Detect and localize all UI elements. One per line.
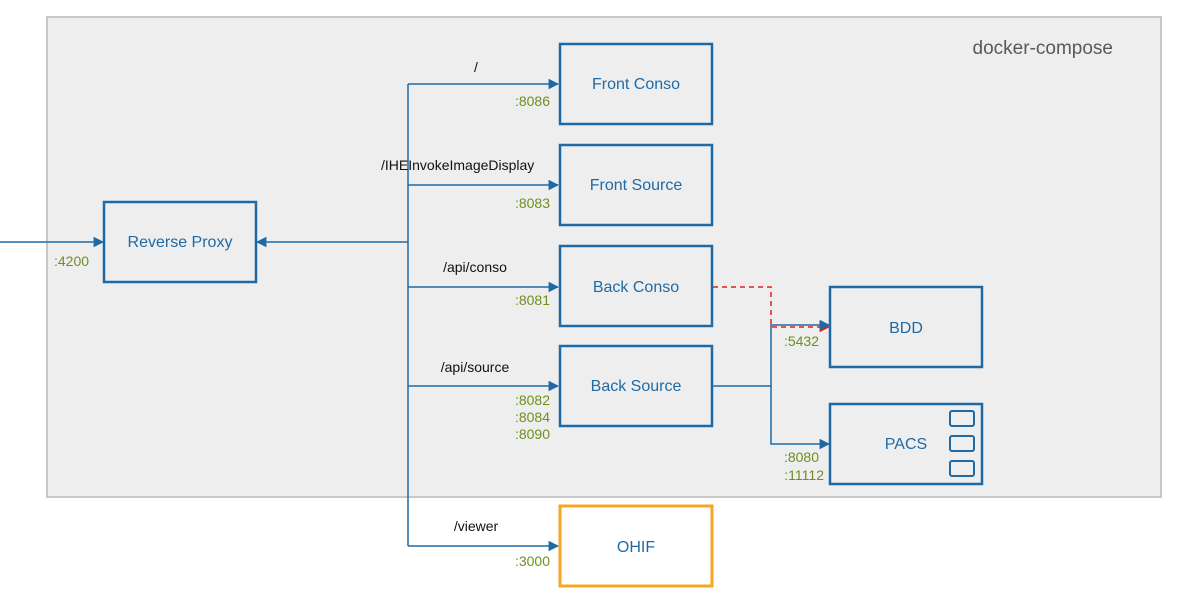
front-source-node: Front Source /IHEInvokeImageDisplay :808… — [381, 143, 714, 227]
back-conso-to-bdd-link — [713, 286, 831, 333]
reverse-proxy-port: :4200 — [54, 253, 89, 269]
pacs-port-2: :11112 — [784, 467, 824, 483]
pacs-box — [828, 402, 984, 486]
connectors — [0, 78, 831, 552]
front-conso-route: / — [474, 59, 478, 75]
bdd-label: BDD — [889, 320, 923, 337]
docker-compose-label: docker-compose — [973, 38, 1113, 59]
front-source-route: /IHEInvokeImageDisplay — [381, 157, 534, 173]
back-source-port-1: :8082 — [515, 392, 550, 408]
bdd-port: :5432 — [784, 333, 819, 349]
back-source-port-2: :8084 — [515, 409, 550, 425]
pacs-node: PACS :8080 :11112 — [784, 402, 984, 486]
pacs-label: PACS — [885, 436, 927, 453]
back-conso-port: :8081 — [515, 292, 550, 308]
server-rack-icon — [949, 410, 975, 477]
front-conso-port: :8086 — [515, 93, 550, 109]
front-conso-box — [558, 42, 714, 126]
front-source-port: :8083 — [515, 195, 550, 211]
back-conso-label: Back Conso — [593, 279, 679, 296]
front-conso-node: Front Conso / :8086 — [474, 42, 714, 126]
back-source-route: /api/source — [441, 359, 510, 375]
front-conso-label: Front Conso — [592, 76, 680, 93]
pacs-port-1: :8080 — [784, 449, 819, 465]
ohif-port: :3000 — [515, 553, 550, 569]
reverse-proxy-node: Reverse Proxy :4200 — [54, 200, 258, 284]
bdd-box — [828, 285, 984, 369]
back-conso-node: Back Conso /api/conso :8081 — [443, 244, 714, 328]
back-source-box — [558, 344, 714, 428]
back-source-to-pacs-link — [770, 386, 831, 450]
ohif-box — [558, 504, 714, 588]
bdd-node: BDD :5432 — [784, 285, 984, 369]
ohif-node: OHIF /viewer :3000 — [454, 504, 714, 588]
ohif-label: OHIF — [617, 539, 655, 556]
reverse-proxy-label: Reverse Proxy — [128, 234, 233, 251]
back-source-port-3: :8090 — [515, 426, 550, 442]
back-conso-box — [558, 244, 714, 328]
ohif-route: /viewer — [454, 518, 499, 534]
back-conso-route: /api/conso — [443, 259, 507, 275]
back-source-to-bdd-link — [713, 319, 831, 387]
front-source-label: Front Source — [590, 177, 683, 194]
back-source-label: Back Source — [591, 378, 682, 395]
reverse-proxy-box — [102, 200, 258, 284]
back-source-node: Back Source /api/source :8082 :8084 :809… — [441, 344, 714, 442]
front-source-box — [558, 143, 714, 227]
